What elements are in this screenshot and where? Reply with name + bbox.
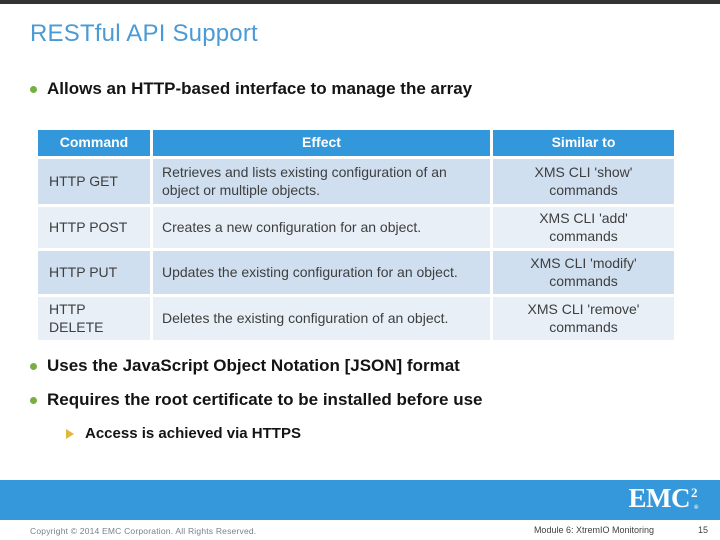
arrow-bullet-icon [66,429,74,439]
bullet-text: Requires the root certificate to be inst… [47,390,483,409]
emc-logo-exponent: 2 [691,485,698,500]
top-accent-bar [0,0,720,4]
bullet-dot-icon [30,363,37,370]
table-cell-command: HTTP GET [38,159,150,204]
table-cell-command: HTTP DELETE [38,297,150,340]
bullet-text: Uses the JavaScript Object Notation [JSO… [47,356,460,375]
table-cell-command: HTTP PUT [38,251,150,294]
table-cell-similar-to: XMS CLI 'show' commands [493,159,674,204]
bullet-dot-icon [30,86,37,93]
module-title-text: Module 6: XtremIO Monitoring [533,525,654,535]
table-cell-similar-to: XMS CLI 'add' commands [493,207,674,248]
page-title: RESTful API Support [30,20,258,47]
bullet-item: Allows an HTTP-based interface to manage… [30,79,472,99]
bullet-text: Allows an HTTP-based interface to manage… [47,79,473,98]
table-cell-effect: Deletes the existing configuration of an… [153,297,490,340]
bullet-dot-icon [30,397,37,404]
footer-band [0,480,720,520]
table-cell-similar-to: XMS CLI 'remove' commands [493,297,674,340]
table-cell-effect: Retrieves and lists existing configurati… [153,159,490,204]
table-header-effect: Effect [153,130,490,156]
bullet-item: Uses the JavaScript Object Notation [JSO… [30,356,460,376]
sub-bullet-text: Access is achieved via HTTPS [85,425,301,442]
copyright-text: Copyright © 2014 EMC Corporation. All Ri… [30,526,257,536]
table-header-similar-to: Similar to [493,130,674,156]
page-number: 15 [697,525,708,535]
table-header-command: Command [38,130,150,156]
table-cell-effect: Creates a new configuration for an objec… [153,207,490,248]
registered-mark-icon: ® [694,505,698,511]
table-cell-similar-to: XMS CLI 'modify' commands [493,251,674,294]
table-cell-command: HTTP POST [38,207,150,248]
emc-logo: EMC2 ® [629,483,700,514]
emc-logo-text: EMC [628,483,691,513]
bullet-item: Requires the root certificate to be inst… [30,390,483,410]
sub-bullet-item: Access is achieved via HTTPS [66,425,301,443]
table-cell-effect: Updates the existing configuration for a… [153,251,490,294]
commands-table: Command Effect Similar to HTTP GET Retri… [38,130,674,340]
